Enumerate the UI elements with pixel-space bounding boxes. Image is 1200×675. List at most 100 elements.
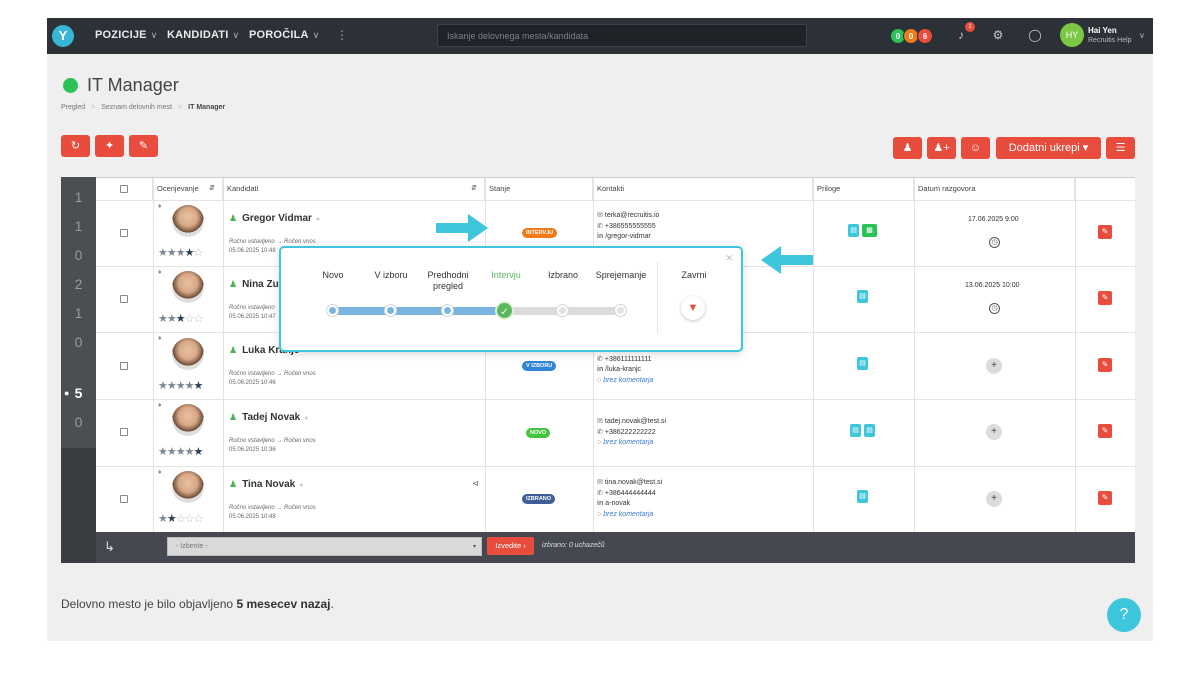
rating-5-count[interactable]: 1 — [74, 189, 83, 205]
status-badge[interactable]: IZBRANO — [522, 494, 556, 504]
chat-icon[interactable]: ▩ — [862, 224, 877, 237]
contact-email[interactable]: ✉terka@recruitis.io — [597, 212, 660, 219]
candidate-name[interactable]: ♟Luka Kranjc — [229, 345, 300, 356]
sync-button[interactable]: ↻ — [61, 135, 90, 157]
contact-phone[interactable]: ✆+386555555555 — [597, 223, 656, 230]
edit-button[interactable]: ✎ — [1098, 358, 1112, 372]
contact-email[interactable]: ✉tadej.novak@test.si — [597, 418, 667, 425]
interview-date[interactable]: 17.06.2025 9:00 — [968, 216, 1019, 223]
edit-button[interactable]: ✎ — [1098, 225, 1112, 239]
bulk-action-select[interactable]: - Izberite -▾ — [167, 537, 482, 556]
stage-node-izbrano[interactable] — [557, 305, 568, 316]
thumbs-down-icon[interactable]: ▼ — [681, 296, 705, 320]
help-button[interactable]: ? — [1107, 598, 1141, 632]
header-rating[interactable]: Ocenjevanje⇵ — [153, 178, 223, 200]
chevron-down-icon[interactable]: ∨ — [1139, 31, 1145, 40]
breadcrumb-seznam[interactable]: Seznam delovnih mest — [101, 104, 173, 111]
document-icon[interactable]: ▤ — [857, 490, 868, 503]
clock-icon[interactable]: ◷ — [989, 237, 1000, 248]
candidate-photo[interactable] — [172, 271, 204, 303]
candidate-photo[interactable] — [172, 205, 204, 237]
candidate-button[interactable]: ♟ — [893, 137, 922, 159]
stage-node-predhodni-pregled[interactable] — [442, 305, 453, 316]
check-icon[interactable]: ✓ — [495, 301, 514, 320]
clock-icon[interactable]: ◷ — [989, 303, 1000, 314]
user-name[interactable]: Hai Yen — [1088, 26, 1117, 35]
document-icon[interactable]: ▤ — [864, 424, 875, 437]
status-badge[interactable]: V IZBORU — [522, 361, 557, 371]
stage-novo[interactable]: Novo — [322, 270, 344, 280]
nav-kandidati[interactable]: KANDIDATI∨ — [167, 29, 240, 41]
nav-porocila[interactable]: POROČILA∨ — [249, 29, 320, 41]
contact-linkedin[interactable]: in/gregor-vidmar — [597, 233, 651, 240]
rating-unrated-count[interactable]: 0 — [74, 414, 83, 430]
contact-phone[interactable]: ✆+386222222222 — [597, 429, 656, 436]
contact-linkedin[interactable]: in/luka-kranjc — [597, 366, 642, 373]
stage-node-v-izboru[interactable] — [385, 305, 396, 316]
status-badge[interactable]: NOVO — [526, 428, 551, 438]
recruitis-logo-icon[interactable]: Y — [52, 25, 74, 47]
tag-icon[interactable]: ♦ — [158, 269, 162, 276]
header-candidates[interactable]: Kandidati⇵ — [223, 178, 485, 200]
tag-icon[interactable]: ♦ — [158, 335, 162, 342]
candidate-photo[interactable] — [172, 471, 204, 503]
row-checkbox[interactable] — [120, 362, 128, 370]
tag-icon[interactable]: ♦ — [158, 469, 162, 476]
counter-red[interactable]: 6 — [917, 28, 933, 44]
candidate-name[interactable]: ♟Tadej Novak● — [229, 412, 309, 423]
gear-icon[interactable]: ⚙ — [992, 28, 1004, 42]
share-icon[interactable]: ⊲ — [472, 479, 479, 488]
search-input[interactable]: Iskanje delovnega mesta/kandidata — [437, 24, 807, 47]
rating-1-count[interactable]: 1 — [74, 305, 83, 321]
pin-button[interactable]: ✦ — [95, 135, 124, 157]
rating-selected-count[interactable]: ●5 — [64, 385, 83, 401]
add-interview-button[interactable]: + — [986, 491, 1002, 507]
candidate-name[interactable]: ♟Nina Zu — [229, 279, 279, 290]
select-all-checkbox[interactable] — [120, 185, 128, 193]
edit-button[interactable]: ✎ — [1098, 424, 1112, 438]
contact-phone[interactable]: ✆+386444444444 — [597, 490, 656, 497]
tag-icon[interactable]: ♦ — [158, 402, 162, 409]
stage-izbrano[interactable]: Izbrano — [547, 270, 579, 280]
status-badge[interactable]: INTERVJU — [522, 228, 558, 238]
interview-date[interactable]: 13.06.2025 10:00 — [965, 282, 1020, 289]
contact-comment[interactable]: ○brez komentarja — [597, 511, 654, 518]
edit-button[interactable]: ✎ — [1098, 491, 1112, 505]
document-icon[interactable]: ▤ — [848, 224, 859, 237]
shield-icon[interactable]: ◯ — [1028, 28, 1042, 42]
stage-predhodni-pregled[interactable]: Predhodni pregled — [427, 270, 469, 291]
team-button[interactable]: ☺ — [961, 137, 990, 159]
brush-button[interactable]: ✎ — [129, 135, 158, 157]
add-interview-button[interactable]: + — [986, 424, 1002, 440]
execute-button[interactable]: Izvedite › — [487, 537, 534, 555]
rating-stars[interactable]: ★★★★★ — [158, 446, 203, 458]
stage-node-novo[interactable] — [327, 305, 338, 316]
rating-4-count[interactable]: 1 — [74, 218, 83, 234]
more-menu-icon[interactable]: ⋮ — [336, 28, 348, 42]
candidate-name[interactable]: ♟Tina Novak● — [229, 479, 304, 490]
contact-comment[interactable]: ○brez komentarja — [597, 439, 654, 446]
nav-pozicije[interactable]: POZICIJE∨ — [95, 29, 158, 41]
bell-icon[interactable]: ♪ — [958, 28, 964, 42]
document-icon[interactable]: ▤ — [850, 424, 861, 437]
more-actions-button[interactable]: Dodatni ukrepi ▾ — [996, 137, 1101, 159]
stage-sprejemanje[interactable]: Sprejemanje — [595, 270, 647, 280]
add-interview-button[interactable]: + — [986, 358, 1002, 374]
contact-email[interactable]: ✉tina.novak@test.si — [597, 479, 663, 486]
row-checkbox[interactable] — [120, 229, 128, 237]
rating-stars[interactable]: ★★★★★ — [158, 380, 203, 392]
stage-node-sprejemanje[interactable] — [615, 305, 626, 316]
rating-stars[interactable]: ★★★☆☆ — [158, 313, 203, 325]
rating-stars[interactable]: ★★☆☆☆ — [158, 513, 203, 525]
stage-v-izboru[interactable]: V izboru — [374, 270, 408, 280]
rating-3-count[interactable]: 0 — [74, 247, 83, 263]
add-candidate-button[interactable]: ♟+ — [927, 137, 956, 159]
candidate-photo[interactable] — [172, 338, 204, 370]
stage-intervju[interactable]: Intervju — [491, 270, 521, 280]
contact-phone[interactable]: ✆+386111111111 — [597, 356, 652, 363]
document-icon[interactable]: ▤ — [857, 290, 868, 303]
row-checkbox[interactable] — [120, 428, 128, 436]
row-checkbox[interactable] — [120, 295, 128, 303]
filter-settings-button[interactable]: ☰ — [1106, 137, 1135, 159]
